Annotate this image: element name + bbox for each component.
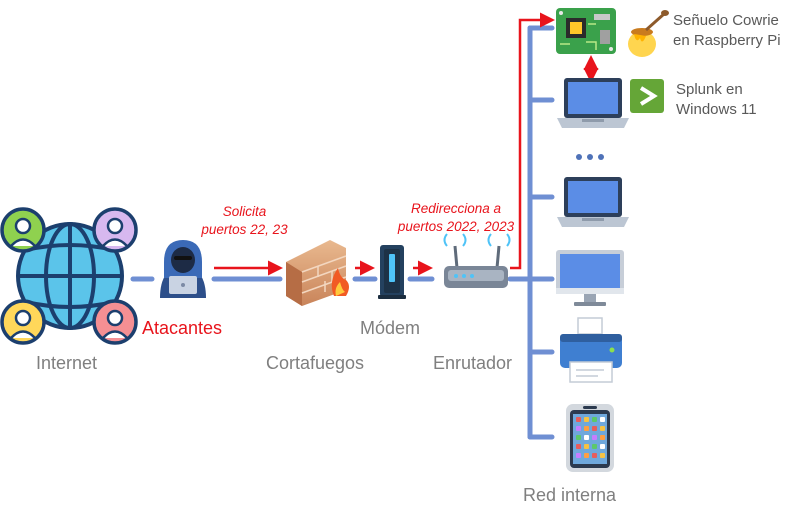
phone-app-icon xyxy=(592,417,597,422)
attackers-label: Atacantes xyxy=(142,318,223,338)
phone-app-icon xyxy=(576,444,581,449)
user-avatar-icon-pink xyxy=(92,299,138,345)
phone-app-icon xyxy=(576,435,581,440)
phone-app-icon xyxy=(592,453,597,458)
phone-app-icon xyxy=(584,417,589,422)
phone-app-icon xyxy=(584,426,589,431)
internal-network-label: Red interna xyxy=(523,485,617,505)
phone-app-icon xyxy=(584,453,589,458)
phone-app-icon xyxy=(584,444,589,449)
more-devices-ellipsis xyxy=(576,154,604,160)
phone-app-icon xyxy=(592,435,597,440)
phone-app-icon xyxy=(600,444,605,449)
phone-app-icon xyxy=(600,453,605,458)
smartphone-icon xyxy=(566,404,614,472)
redirect-ports-line1: Redirecciona a xyxy=(410,201,502,216)
modem-label: Módem xyxy=(360,318,421,338)
cowrie-honeypot-label: Señuelo Cowrie en Raspberry Pi xyxy=(673,11,781,51)
attack-flow-arrows xyxy=(214,12,599,276)
user-avatar-icon-purple xyxy=(92,207,138,253)
phone-app-icon xyxy=(576,453,581,458)
phone-app-icon xyxy=(600,435,605,440)
request-ports-line2: puertos 22, 23 xyxy=(201,222,288,237)
cowrie-line1: Señuelo Cowrie xyxy=(673,12,779,29)
request-ports-line1: Solicita xyxy=(222,204,267,219)
desktop-computer-icon xyxy=(556,250,624,306)
router-label: Enrutador xyxy=(433,353,513,373)
user-avatar-icon-yellow xyxy=(0,299,46,345)
internet-label: Internet xyxy=(36,353,98,373)
phone-app-icon xyxy=(592,426,597,431)
phone-app-icon xyxy=(576,426,581,431)
phone-app-icon xyxy=(600,417,605,422)
splunk-label: Splunk en Windows 11 xyxy=(676,80,757,120)
connection-lines xyxy=(130,25,555,440)
phone-app-icon xyxy=(600,426,605,431)
printer-icon xyxy=(560,317,622,383)
cowrie-line2: en Raspberry Pi xyxy=(673,32,781,49)
splunk-line2: Windows 11 xyxy=(676,101,757,118)
request-ports-annotation: Solicita puertos 22, 23 xyxy=(192,203,297,239)
honeypot-icon xyxy=(628,10,669,57)
user-avatar-icon-green xyxy=(0,207,46,253)
phone-app-icon xyxy=(592,444,597,449)
hacker-icon xyxy=(160,240,206,298)
firewall-icon xyxy=(286,240,349,306)
redirect-ports-line2: puertos 2022, 2023 xyxy=(397,219,515,234)
redirect-ports-annotation: Redirecciona a puertos 2022, 2023 xyxy=(386,200,526,236)
modem-icon xyxy=(378,245,406,299)
laptop-icon-internal xyxy=(557,177,629,227)
laptop-icon-splunk-host xyxy=(557,78,629,128)
splunk-line1: Splunk en xyxy=(676,81,743,98)
phone-app-icon xyxy=(576,417,581,422)
phone-app-icon xyxy=(584,435,589,440)
raspberry-pi-board-icon xyxy=(556,8,616,54)
splunk-icon xyxy=(630,79,664,113)
router-icon xyxy=(443,233,511,288)
firewall-label: Cortafuegos xyxy=(266,353,365,373)
